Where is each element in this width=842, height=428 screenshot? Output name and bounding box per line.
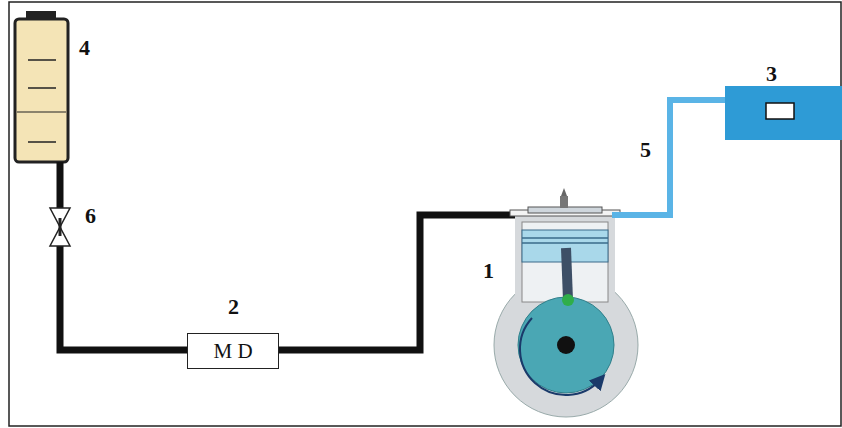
box-text: M D [213, 339, 252, 364]
fuel-line [60, 162, 516, 350]
callout-number: 1 [483, 260, 494, 282]
callout-number: 2 [228, 296, 239, 318]
valve-symbol [50, 208, 70, 246]
callout-number: 5 [640, 139, 651, 161]
frame [9, 2, 841, 426]
fuel-tank [15, 11, 68, 162]
gas-analyzer [725, 86, 842, 140]
engine [494, 188, 638, 417]
callout-number: 6 [85, 205, 96, 227]
exhaust-pipe [612, 100, 726, 215]
callout-number: 4 [79, 37, 90, 59]
callout-number: 3 [766, 63, 777, 85]
process-box: M D [187, 333, 279, 369]
